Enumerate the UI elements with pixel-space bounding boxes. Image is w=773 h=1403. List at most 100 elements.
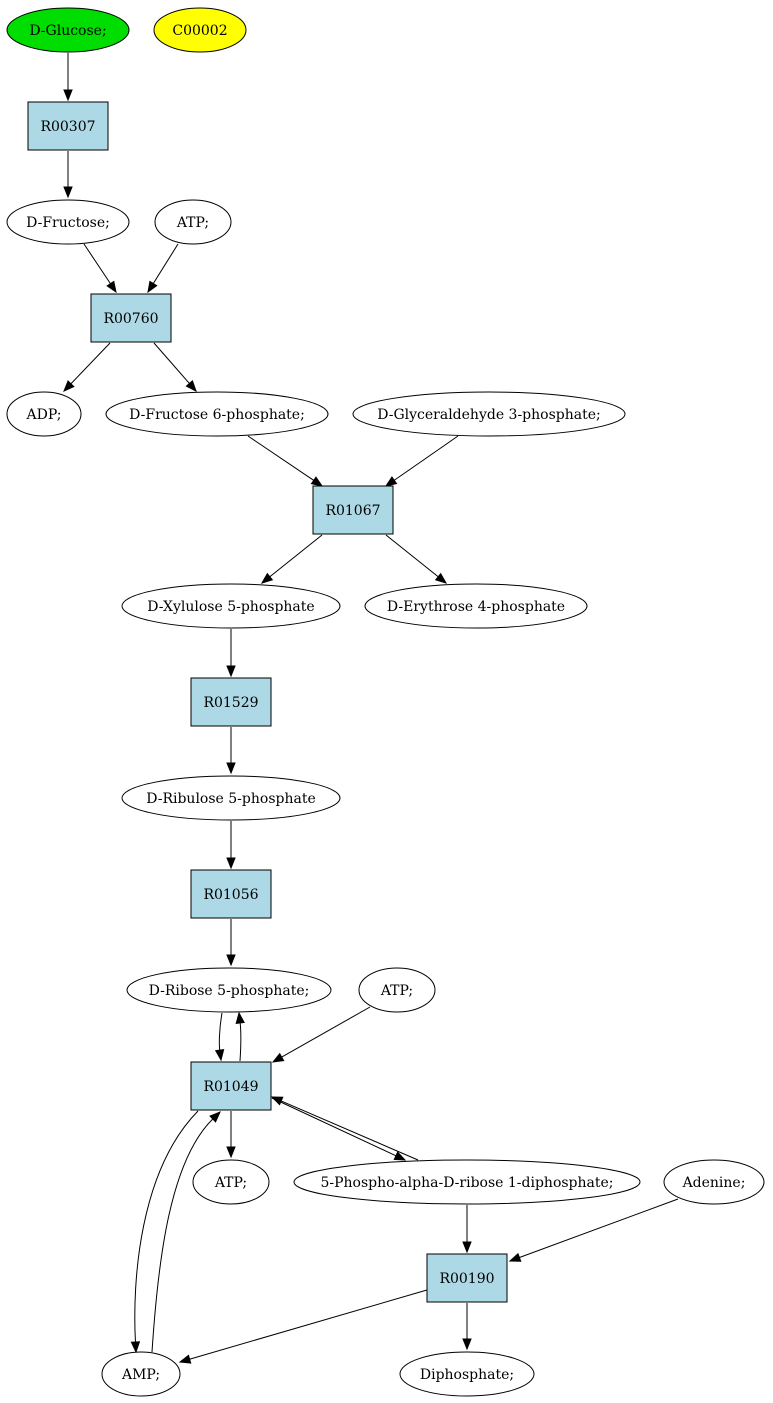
edge-r01049-to-prpp-line — [271, 1097, 398, 1157]
compound-ellipse — [663, 1159, 765, 1205]
compound-node-fructose[interactable]: D-Fructose; — [6, 199, 130, 245]
compound-node-g3p[interactable]: D-Glyceraldehyde 3-phosphate; — [352, 391, 626, 437]
compound-node-atp3[interactable]: ATP; — [192, 1159, 270, 1205]
edge-r01067-to-e4p-arrowhead — [434, 572, 448, 584]
compound-node-glucose[interactable]: D-Glucose; — [6, 7, 130, 53]
node-label: R01529 — [203, 695, 258, 711]
edge-f6p-to-r01067-arrowhead — [310, 476, 324, 487]
edge-r00760-to-f6p-arrowhead — [185, 379, 197, 393]
edge-g3p-to-r01067-arrowhead — [384, 476, 398, 487]
edge-fructose-to-r00760-line — [83, 243, 112, 285]
compound-node-e4p[interactable]: D-Erythrose 4-phosphate — [364, 583, 588, 629]
edge-adenine-to-r00190-line — [518, 1198, 679, 1259]
compound-node-adp[interactable]: ADP; — [6, 391, 82, 437]
edge-fructose-to-r00760-arrowhead — [106, 280, 117, 294]
edge-atp1-to-r00760-line — [152, 243, 179, 285]
edge-g3p-to-r01067 — [384, 435, 459, 487]
edge-r01049-to-prpp — [271, 1097, 407, 1161]
compound-node-xu5p[interactable]: D-Xylulose 5-phosphate — [121, 583, 341, 629]
reaction-box — [90, 293, 172, 343]
reaction-node-r01056[interactable]: R01056 — [190, 869, 272, 919]
reaction-box — [426, 1253, 508, 1303]
edge-prpp-to-r00190 — [462, 1205, 472, 1254]
edge-r01049-to-atp3 — [226, 1111, 236, 1159]
edge-r01067-to-e4p-line — [385, 534, 440, 578]
edge-g3p-to-r01067-line — [393, 435, 459, 482]
compound-node-ru5p[interactable]: D-Ribulose 5-phosphate — [121, 775, 341, 821]
edge-r01049-to-r5p-line — [239, 1021, 242, 1062]
reaction-node-r00760[interactable]: R00760 — [90, 293, 172, 343]
node-label: ATP; — [380, 983, 413, 999]
reaction-box — [190, 869, 272, 919]
node-label: R00307 — [40, 119, 95, 135]
edge-amp-to-r01049-arrowhead — [209, 1111, 221, 1123]
compound-node-prpp[interactable]: 5-Phospho-alpha-D-ribose 1-diphosphate; — [293, 1159, 641, 1205]
edge-prpp-to-r00190-arrowhead — [462, 1241, 472, 1254]
node-label: D-Xylulose 5-phosphate — [147, 599, 314, 615]
node-label: R01067 — [325, 503, 380, 519]
edge-r01049-to-amp-line — [134, 1110, 199, 1344]
compound-node-amp[interactable]: AMP; — [101, 1351, 181, 1397]
edge-atp2-to-r01049 — [271, 1006, 371, 1063]
node-label: D-Erythrose 4-phosphate — [387, 599, 565, 615]
node-label: R00760 — [103, 311, 158, 327]
node-label: ADP; — [26, 407, 62, 423]
node-label: D-Fructose; — [26, 215, 110, 231]
node-label: Diphosphate; — [420, 1367, 514, 1383]
edge-r00760-to-f6p — [153, 342, 197, 393]
edge-r00190-to-diphosphate-arrowhead — [462, 1338, 472, 1351]
reaction-node-r00190[interactable]: R00190 — [426, 1253, 508, 1303]
compound-ellipse — [352, 391, 626, 437]
edge-xu5p-to-r01529 — [226, 629, 236, 678]
node-label: AMP; — [121, 1367, 160, 1383]
edges-layer — [63, 53, 679, 1364]
compound-node-atp2[interactable]: ATP; — [358, 967, 436, 1013]
node-label: D-Glyceraldehyde 3-phosphate; — [377, 407, 600, 423]
edge-r01056-to-r5p — [226, 919, 236, 967]
node-label: D-Fructose 6-phosphate; — [129, 407, 305, 423]
reaction-box — [190, 677, 272, 727]
node-label: D-Ribose 5-phosphate; — [149, 983, 310, 999]
edge-r00307-to-fructose-arrowhead — [63, 186, 73, 199]
edge-fructose-to-r00760 — [83, 243, 117, 294]
edge-r01056-to-r5p-arrowhead — [226, 954, 236, 967]
edge-r00190-to-diphosphate — [462, 1303, 472, 1351]
compound-ellipse — [154, 199, 232, 245]
reaction-node-r00307[interactable]: R00307 — [27, 101, 109, 151]
compound-node-r5p[interactable]: D-Ribose 5-phosphate; — [126, 967, 332, 1013]
compound-ellipse — [293, 1159, 641, 1205]
compound-node-diphosphate[interactable]: Diphosphate; — [399, 1351, 535, 1397]
node-label: R00190 — [439, 1271, 494, 1287]
compound-ellipse — [6, 391, 82, 437]
compound-node-c00002[interactable]: C00002 — [153, 7, 247, 53]
reaction-node-r01067[interactable]: R01067 — [312, 485, 394, 535]
edge-amp-to-r01049-line — [151, 1117, 214, 1353]
compound-ellipse — [121, 583, 341, 629]
node-label: D-Glucose; — [29, 23, 106, 39]
reaction-box — [27, 101, 109, 151]
compound-ellipse — [364, 583, 588, 629]
edge-r01529-to-ru5p-arrowhead — [226, 762, 236, 775]
edge-adenine-to-r00190-arrowhead — [508, 1252, 522, 1262]
compound-node-f6p[interactable]: D-Fructose 6-phosphate; — [105, 391, 329, 437]
compound-node-atp1[interactable]: ATP; — [154, 199, 232, 245]
edge-r01067-to-xu5p — [260, 534, 323, 584]
edge-r01049-to-amp — [130, 1110, 199, 1354]
edge-prpp-to-r01049-arrowhead — [270, 1096, 284, 1106]
compound-ellipse — [126, 967, 332, 1013]
edge-r00760-to-adp-arrowhead — [63, 380, 75, 392]
reaction-node-r01529[interactable]: R01529 — [190, 677, 272, 727]
edge-r01067-to-xu5p-arrowhead — [260, 572, 274, 584]
edge-amp-to-r01049 — [151, 1111, 221, 1353]
reaction-node-r01049[interactable]: R01049 — [190, 1061, 272, 1111]
edge-glucose-to-r00307-arrowhead — [63, 89, 73, 102]
edge-r00307-to-fructose — [63, 151, 73, 199]
node-label: R01056 — [203, 887, 258, 903]
edge-f6p-to-r01067 — [247, 435, 324, 487]
edge-r00760-to-adp — [63, 342, 111, 392]
compound-node-adenine[interactable]: Adenine; — [663, 1159, 765, 1205]
edge-r01049-to-r5p — [235, 1011, 245, 1062]
node-label: ATP; — [214, 1175, 247, 1191]
compound-ellipse — [192, 1159, 270, 1205]
